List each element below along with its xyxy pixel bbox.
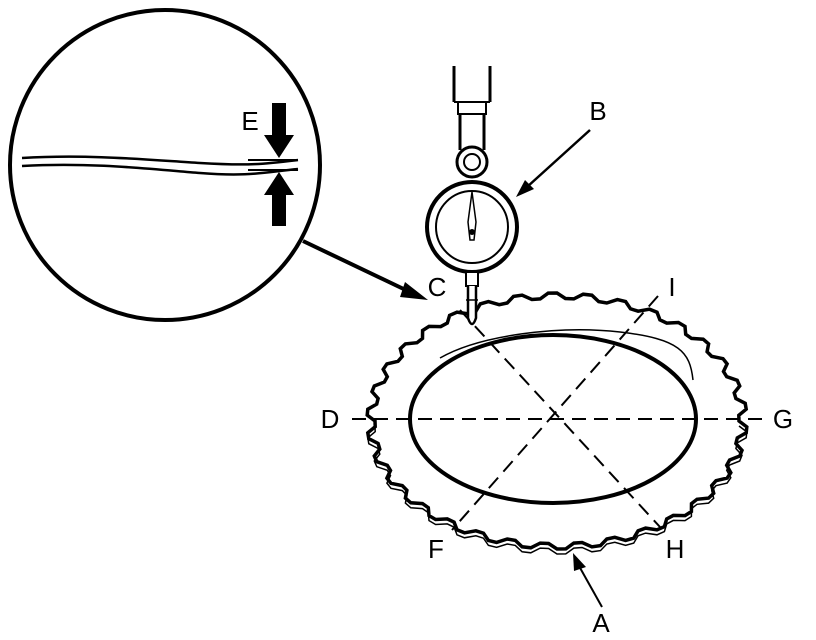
axis-i-f	[451, 295, 659, 531]
plate-thickness-edge	[366, 425, 748, 555]
leader-a-arrowhead-icon	[573, 553, 586, 571]
leader-b-arrowhead-icon	[516, 180, 534, 197]
leaders	[516, 129, 603, 608]
clutch-plate	[365, 291, 749, 555]
label-e: E	[241, 106, 258, 136]
plate-edge-lower	[21, 163, 299, 176]
detail-magnifier	[8, 8, 322, 322]
label-i: I	[668, 272, 675, 302]
label-h: H	[666, 534, 685, 564]
label-a: A	[592, 608, 610, 638]
axis-c-h	[459, 309, 661, 528]
indicator-clamp	[457, 101, 487, 115]
label-g: G	[773, 404, 793, 434]
indicator-probe	[466, 286, 478, 326]
label-b: B	[589, 96, 606, 126]
leader-b	[526, 129, 591, 188]
detail-pointer-arrow	[302, 239, 428, 300]
plate-edge-upper	[21, 155, 299, 166]
arrow-up-icon	[264, 172, 294, 226]
label-f: F	[428, 534, 444, 564]
plate-inner-lip	[439, 329, 694, 381]
dial-indicator	[425, 66, 519, 326]
dial-inner-ring	[435, 190, 509, 264]
label-c: C	[428, 272, 447, 302]
arrowhead-icon	[400, 282, 428, 300]
measurement-axes	[352, 295, 768, 531]
dial-needle-icon	[467, 191, 477, 241]
leader-a	[578, 565, 603, 608]
label-d: D	[321, 404, 340, 434]
magnifier-circle	[8, 8, 322, 322]
arrow-down-icon	[264, 103, 294, 158]
callout-labels: A B C D E F G H I	[241, 96, 793, 638]
